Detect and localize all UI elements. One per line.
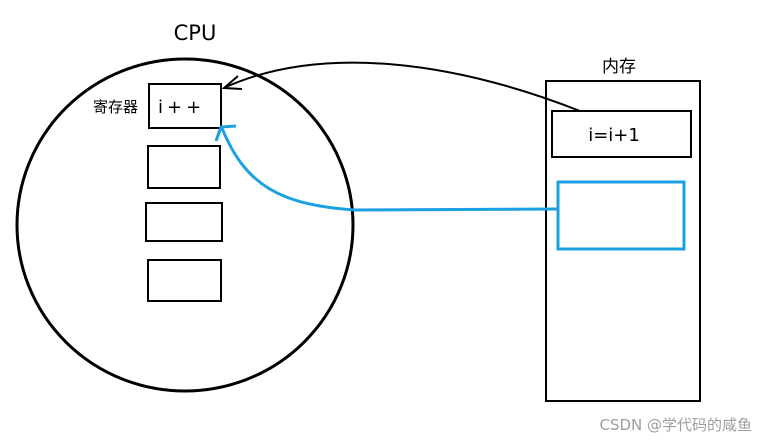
memory-title: 内存 <box>602 57 636 77</box>
register-box-1 <box>148 83 222 129</box>
black-arrow-line <box>225 61 581 112</box>
black-arrowhead <box>221 75 243 90</box>
register-label: 寄存器 <box>93 98 138 116</box>
blue-arrowhead <box>214 124 237 142</box>
memory-cell-value: i=i+1 <box>588 125 640 146</box>
memory-cell <box>551 110 692 158</box>
memory-block <box>545 80 701 402</box>
register-box-4 <box>147 259 222 302</box>
blue-arrow-line <box>220 127 558 212</box>
register-box-3 <box>145 202 223 242</box>
cpu-title: CPU <box>174 21 217 45</box>
register-box-2 <box>147 145 221 189</box>
watermark: CSDN @学代码的咸鱼 <box>599 416 752 434</box>
register-value: i++ <box>158 97 205 118</box>
cpu-circle <box>15 57 355 393</box>
memory-cell-blue <box>556 180 686 251</box>
